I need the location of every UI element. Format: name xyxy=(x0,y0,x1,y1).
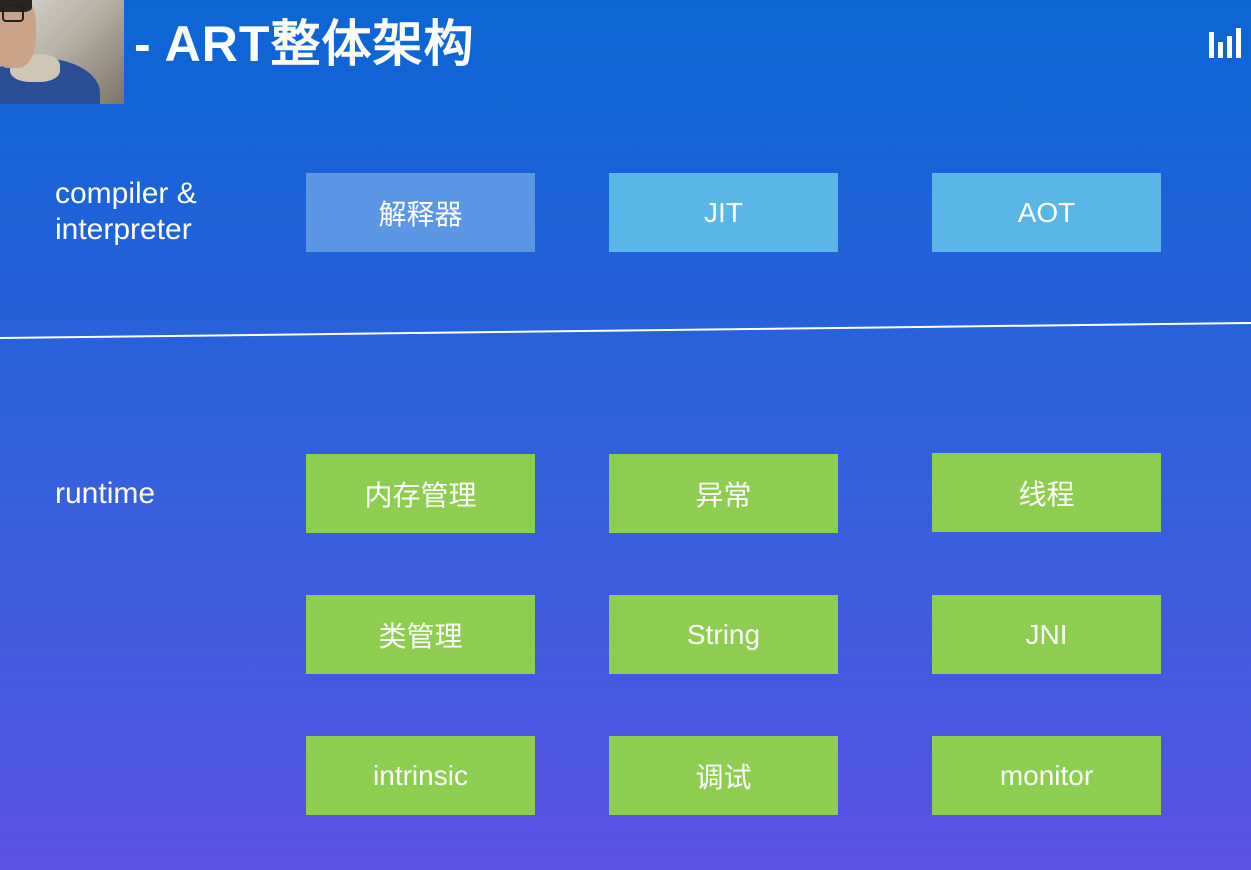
presenter-glasses xyxy=(2,4,24,22)
slide-title: - ART整体架构 xyxy=(134,16,475,72)
box-string: String xyxy=(609,595,838,674)
compiler-label-line2: interpreter xyxy=(55,213,192,246)
box-debug: 调试 xyxy=(609,736,838,815)
box-jni: JNI xyxy=(932,595,1161,674)
runtime-label: runtime xyxy=(55,477,156,510)
box-monitor: monitor xyxy=(932,736,1161,815)
box-interpreter: 解释器 xyxy=(306,173,535,252)
brand-logo-icon xyxy=(1209,28,1241,58)
box-thread: 线程 xyxy=(932,453,1161,532)
compiler-label: compiler & interpreter xyxy=(55,176,197,248)
compiler-label-line1: compiler & xyxy=(55,177,197,210)
box-aot: AOT xyxy=(932,173,1161,252)
presenter-hair xyxy=(0,0,32,12)
webcam-feed xyxy=(0,0,124,104)
box-exception: 异常 xyxy=(609,454,838,533)
box-intrinsic: intrinsic xyxy=(306,736,535,815)
box-memory-management: 内存管理 xyxy=(306,454,535,533)
box-class-management: 类管理 xyxy=(306,595,535,674)
box-jit: JIT xyxy=(609,173,838,252)
